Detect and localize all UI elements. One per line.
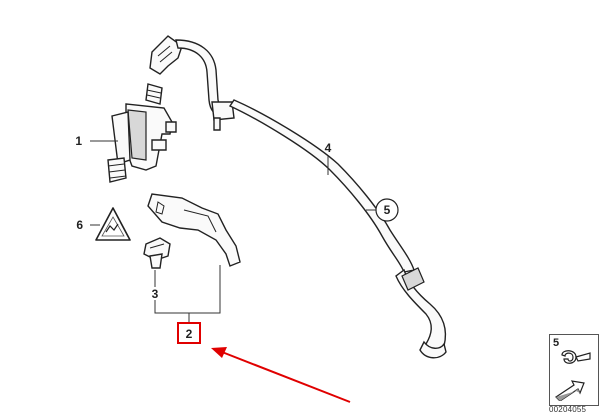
red-pointer-arrow [211,347,351,403]
callout-4: 4 [325,141,332,155]
vent-hose [149,35,447,359]
legend-number: 5 [553,337,560,349]
legend-box: 5 [549,334,599,406]
callout-2-highlight-box [177,322,201,344]
callout-6: 6 [76,218,83,232]
clip [143,237,171,269]
valve-assembly [107,83,177,183]
warning-triangle-icon [95,207,131,241]
hose-clamp-icon [561,350,591,364]
callout-5-circle [375,198,399,222]
callout-3: 3 [152,287,159,301]
callout-5: 5 [384,203,391,217]
callout-2: 2 [186,327,193,341]
bracket [147,193,241,267]
leader-2 [154,265,221,314]
direction-arrow-icon [555,380,585,401]
callout-1: 1 [75,134,82,148]
diagram-code: 00204055 [549,405,587,414]
